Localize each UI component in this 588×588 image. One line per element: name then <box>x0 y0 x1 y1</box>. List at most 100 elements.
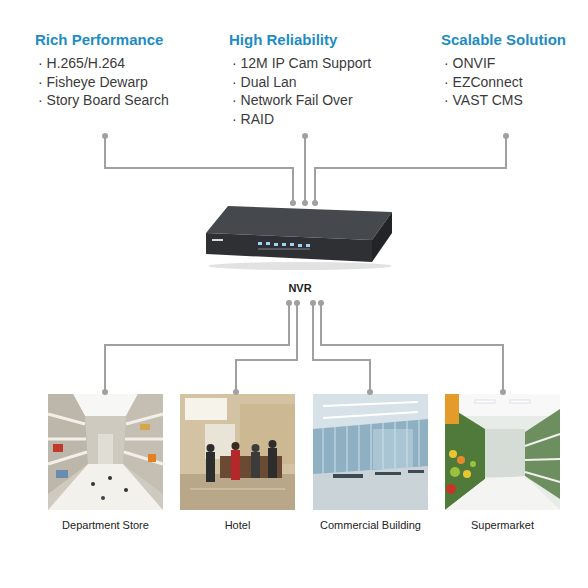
supermarket-photo-part <box>510 400 530 403</box>
hotel-photo-part <box>190 488 285 490</box>
connector-dot <box>290 200 296 206</box>
hotel-photo-part <box>185 398 227 420</box>
nvr-device-art-part <box>212 239 223 241</box>
department-store-photo-part <box>108 476 112 480</box>
nvr-device-art-part <box>258 242 262 245</box>
connector-dot <box>302 200 308 206</box>
department-store-photo-part <box>53 444 63 452</box>
supermarket-photo-part <box>463 470 471 478</box>
application-scene: Supermarket <box>445 392 560 532</box>
feature-item: · Story Board Search <box>35 91 220 110</box>
scene-caption: Hotel <box>168 518 307 532</box>
connector-dot <box>500 389 506 395</box>
commercial-building-photo-part <box>375 472 401 475</box>
feature-item: · ONVIF <box>441 54 581 73</box>
hotel-photo-part <box>269 440 277 448</box>
nvr-device-art-part <box>266 242 270 245</box>
hotel-photo-part <box>268 448 277 478</box>
commercial-building-photo-part <box>323 426 324 474</box>
department-store-photo-part <box>125 438 163 441</box>
department-store-photo-part <box>91 482 95 486</box>
supermarket-photo-part <box>485 429 525 477</box>
scene-caption: Department Store <box>36 518 175 532</box>
feature-item: · Network Fail Over <box>229 91 419 110</box>
supermarket-photo-part <box>446 484 456 494</box>
connector-dot <box>294 300 300 306</box>
supermarket-photo-part <box>475 400 495 403</box>
commercial-building-photo-part <box>383 421 384 469</box>
department-store-photo-part <box>98 434 113 464</box>
connector-dot <box>102 133 108 139</box>
feature-item: · VAST CMS <box>441 91 581 110</box>
commercial-building-photo-part <box>347 424 348 472</box>
connector-dot <box>312 200 318 206</box>
supermarket-photo-part <box>457 456 465 464</box>
application-scene: Commercial Building <box>313 392 428 532</box>
nvr-device-art-part <box>372 212 392 262</box>
scene-caption: Commercial Building <box>301 518 440 532</box>
commercial-building-photo-part <box>333 474 363 478</box>
device-label: NVR <box>200 282 400 295</box>
feature-item: · RAID <box>229 110 419 129</box>
nvr-device-art-part <box>208 262 392 270</box>
feature-column: Rich Performance · H.265/H.264· Fisheye D… <box>35 30 220 136</box>
feature-item: · EZConnect <box>441 73 581 92</box>
application-scene: Department Store <box>48 392 163 532</box>
commercial-building-photo-part <box>408 470 424 473</box>
nvr-device-art-part <box>290 243 294 246</box>
commercial-building-photo-part <box>313 394 428 510</box>
feature-item: · H.265/H.264 <box>35 54 220 73</box>
feature-heading: High Reliability <box>229 30 419 50</box>
supermarket-photo-part <box>445 476 560 510</box>
department-store-photo <box>48 394 163 510</box>
connector-dot <box>286 300 292 306</box>
department-store-photo-part <box>56 470 68 478</box>
nvr-device-art-part <box>206 233 372 262</box>
department-store-photo-part <box>48 452 87 464</box>
connector-dot <box>102 389 108 395</box>
commercial-building-photo-part <box>419 419 420 466</box>
department-store-photo-part <box>48 438 86 441</box>
department-store-photo-part <box>124 452 163 464</box>
commercial-building-photo-part <box>359 423 360 471</box>
supermarket-photo-part <box>445 394 560 510</box>
commercial-building-photo-part <box>371 422 372 470</box>
connector-line <box>304 136 306 203</box>
nvr-device: NVR <box>200 203 400 303</box>
department-store-photo-part <box>124 488 128 492</box>
supermarket-photo-part <box>525 472 560 482</box>
commercial-building-photo-part <box>323 412 418 418</box>
feature-item: · Fisheye Dewarp <box>35 73 220 92</box>
connector-line <box>236 303 297 392</box>
connector-dot <box>302 133 308 139</box>
commercial-building-photo-part <box>313 466 428 510</box>
hotel-photo-part <box>231 450 240 480</box>
hotel-photo-part <box>232 442 240 450</box>
connector-dot <box>503 133 509 139</box>
scene-caption: Supermarket <box>433 518 572 532</box>
supermarket-photo-part <box>445 394 459 424</box>
supermarket-photo-part <box>470 461 476 467</box>
nvr-device-art-part <box>298 244 302 247</box>
department-store-photo-part <box>126 414 163 424</box>
connector-line <box>315 136 506 203</box>
commercial-building-photo-part <box>395 421 396 468</box>
department-store-photo-part <box>48 464 163 510</box>
supermarket-photo <box>445 394 560 510</box>
commercial-building-photo-part <box>407 420 408 467</box>
application-scene: Hotel <box>180 392 295 532</box>
supermarket-photo-part <box>525 434 560 446</box>
department-store-photo-part <box>48 414 85 424</box>
department-store-photo-part <box>48 394 163 510</box>
hotel-photo-part <box>207 444 215 452</box>
connector-line <box>105 303 289 392</box>
feature-heading: Rich Performance <box>35 30 220 50</box>
hotel-photo <box>180 394 295 510</box>
nvr-device-art-part <box>274 243 278 246</box>
connector-line <box>321 303 503 392</box>
hotel-photo-part <box>240 404 295 464</box>
feature-item: · 12M IP Cam Support <box>229 54 419 73</box>
department-store-photo-part <box>101 496 105 500</box>
hotel-photo-part <box>252 444 260 452</box>
supermarket-photo-part <box>450 467 460 477</box>
